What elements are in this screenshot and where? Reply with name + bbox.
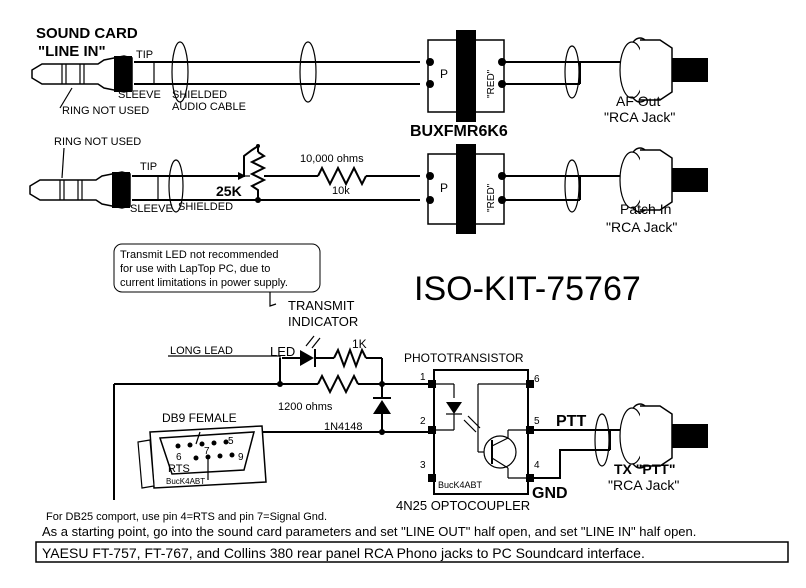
pin-5-label: 5 xyxy=(534,416,540,427)
long-lead-pointer xyxy=(168,355,281,368)
af-out-label: AF Out xyxy=(616,93,660,109)
caption-box xyxy=(35,541,789,563)
note-line-2: for use with LapTop PC, due to xyxy=(120,263,270,275)
patch-in-rca-label: "RCA Jack" xyxy=(606,219,677,235)
db9-pin6-label: 6 xyxy=(176,452,182,463)
phototransistor-label: PHOTOTRANSISTOR xyxy=(404,351,524,365)
potentiometer-25k xyxy=(230,144,267,203)
patch-in-label: Patch In xyxy=(620,201,671,217)
tx-ptt-label: TX "PTT" xyxy=(614,461,676,477)
resistor-1200-label: 1200 ohms xyxy=(278,401,333,413)
gnd-label: GND xyxy=(532,485,568,502)
db9-pin9-label: 9 xyxy=(238,452,244,463)
ptt-label: PTT xyxy=(556,413,586,430)
af-out-rca-label: "RCA Jack" xyxy=(604,109,675,125)
db9-pin7-label: 7 xyxy=(204,446,210,457)
transformer-p-middle: P xyxy=(440,181,448,195)
db9-connector xyxy=(137,425,267,489)
note-line-1: Transmit LED not recommended xyxy=(120,249,279,261)
shielded-cable-1 xyxy=(134,41,420,103)
resistor-1k xyxy=(333,347,383,384)
pin-2-label: 2 xyxy=(420,416,426,427)
resistor-10000-label: 10,000 ohms xyxy=(300,153,364,165)
sleeve-label: SLEEVE xyxy=(118,89,161,101)
transmit-led xyxy=(282,335,334,367)
note-pointer xyxy=(269,292,277,307)
db9-label: DB9 FEMALE xyxy=(162,411,237,425)
optocoupler-4n25 xyxy=(428,369,534,495)
caption: YAESU FT-757, FT-767, and Collins 380 re… xyxy=(42,545,645,561)
ring-pointer xyxy=(59,87,73,109)
tx-ptt-rca-jack xyxy=(619,403,708,469)
line-in-plug xyxy=(31,55,133,93)
optocoupler-label: 4N25 OPTOCOUPLER xyxy=(396,498,530,513)
resistor-1200 xyxy=(113,358,430,500)
pot-value-label: 25K xyxy=(216,183,242,199)
shielded-label-2: SHIELDED xyxy=(178,201,233,213)
patch-cable-left xyxy=(132,159,258,213)
resistor-10k-label: 10k xyxy=(332,185,350,197)
sound-card-label: SOUND CARD xyxy=(36,25,138,42)
ring-not-used-label-2: RING NOT USED xyxy=(54,136,141,148)
kit-title: ISO-KIT-75767 xyxy=(414,270,641,308)
transformer-middle xyxy=(426,144,506,234)
patch-plug xyxy=(29,171,131,209)
long-lead-label: LONG LEAD xyxy=(170,345,233,357)
db9-brand-label: BucK4ABT xyxy=(166,477,205,486)
resistor-10k xyxy=(258,165,420,201)
resistor-1k-label: 1K xyxy=(352,337,367,351)
diode-label: 1N4148 xyxy=(324,421,363,433)
db9-pin5-label: 5 xyxy=(228,436,234,447)
transformer-name: BUXFMR6K6 xyxy=(410,123,508,140)
transformer-red-top: "RED" xyxy=(486,69,497,98)
pin-3-label: 3 xyxy=(420,460,426,471)
transmit-indicator-label-2: INDICATOR xyxy=(288,314,358,329)
shielded-label: SHIELDED xyxy=(172,89,227,101)
transformer-p-top: P xyxy=(440,67,448,81)
audio-cable-label: AUDIO CABLE xyxy=(172,101,246,113)
af-out-rca-jack xyxy=(619,37,708,103)
db9-rts-label: RTS xyxy=(168,463,190,475)
transmit-indicator-label-1: TRANSMIT xyxy=(288,298,355,313)
tx-ptt-rca-label: "RCA Jack" xyxy=(608,477,679,493)
ring-pointer-2 xyxy=(61,147,65,179)
starting-point-note: As a starting point, go into the sound c… xyxy=(42,524,696,539)
tip-label-2: TIP xyxy=(140,161,157,173)
led-label: LED xyxy=(270,344,295,359)
patch-in-rca-jack xyxy=(619,147,708,213)
ic-brand-label: BucK4ABT xyxy=(438,480,483,490)
ring-not-used-label: RING NOT USED xyxy=(62,105,149,117)
db25-note: For DB25 comport, use pin 4=RTS and pin … xyxy=(46,511,327,523)
pin-1-label: 1 xyxy=(420,372,426,383)
pin-4-label: 4 xyxy=(534,460,540,471)
note-line-3: current limitations in power supply. xyxy=(120,277,288,289)
note-box xyxy=(113,243,321,293)
line-in-label: "LINE IN" xyxy=(38,43,106,60)
pin-6-label: 6 xyxy=(534,374,540,385)
transformer-red-middle: "RED" xyxy=(486,183,497,212)
transformer-top xyxy=(426,30,506,122)
sleeve-label-2: SLEEVE xyxy=(130,203,173,215)
tip-label: TIP xyxy=(136,49,153,61)
